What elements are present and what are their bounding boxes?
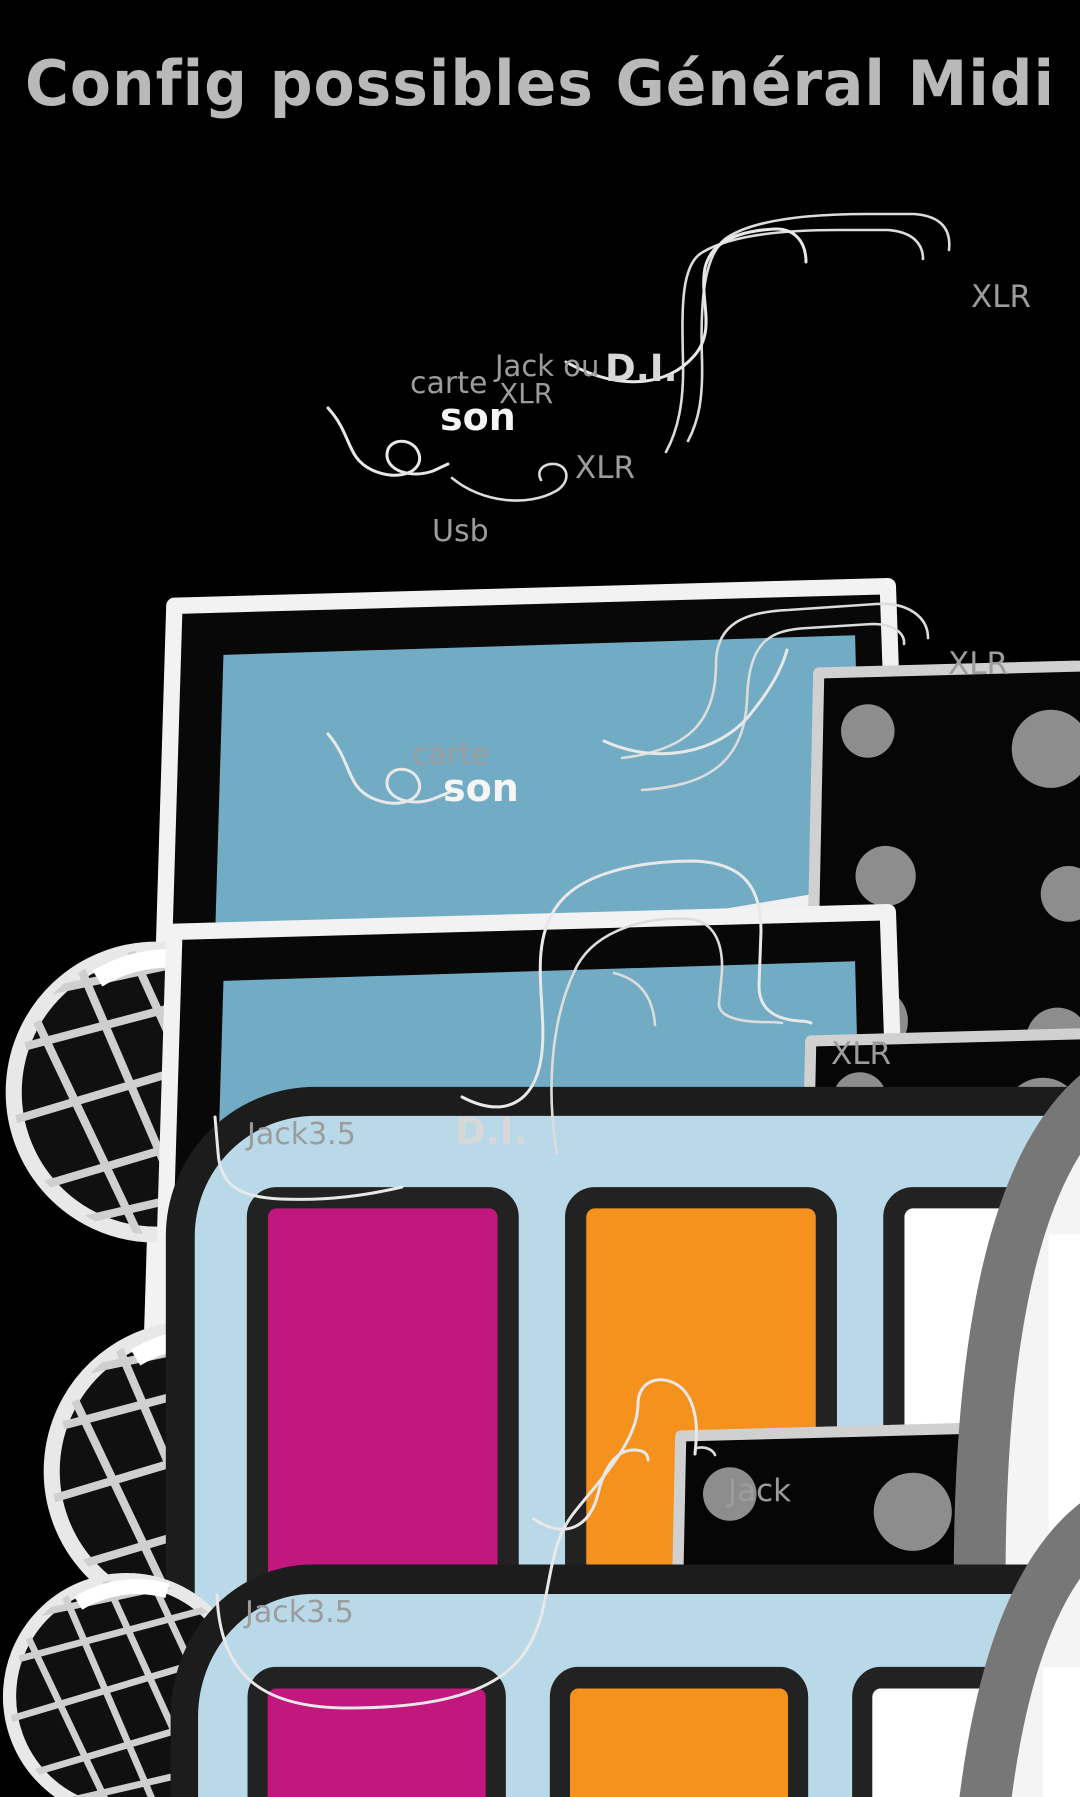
usb-cable: [326, 406, 450, 477]
label-jack-ou: Jack ou: [493, 349, 599, 383]
label-xlr-di: XLR: [575, 450, 635, 486]
jack-branch-cable: [695, 1446, 717, 1457]
label-xlr-mixer: XLR: [971, 279, 1031, 315]
di-output-cable: [664, 228, 925, 454]
di-output-cable: [550, 917, 784, 1155]
label-xlr-out: XLR: [499, 377, 553, 410]
label-jack35: Jack3.5: [245, 1117, 356, 1152]
label-jack35: Jack3.5: [243, 1595, 354, 1630]
mic-cable: [602, 648, 789, 756]
label-son: son: [443, 766, 519, 810]
label-carte: carte: [412, 737, 489, 772]
mic-cable: [460, 859, 813, 1109]
jack35-cable: [215, 1378, 698, 1710]
di-output-cable: [686, 212, 951, 443]
mic-cable: [564, 227, 808, 384]
soundcard-output-cable: [620, 602, 930, 760]
label-di: D.I.: [455, 1110, 528, 1153]
mic-cable: [532, 1448, 650, 1531]
label-jack-mixer: Jack: [726, 1473, 791, 1509]
config-1: carte son Jack ou XLR D.I. XLR Usb XLR: [0, 212, 1080, 1764]
label-usb: Usb: [432, 514, 489, 549]
label-son: son: [440, 395, 516, 439]
label-xlr-mixer: XLR: [831, 1036, 891, 1072]
page-title: Config possibles Général Midi: [25, 47, 1055, 120]
config-4: Jack3.5 Jack: [182, 1378, 1080, 1797]
soundcard-output-cable: [640, 622, 906, 792]
config-3: Jack3.5 D.I. XLR: [0, 859, 1080, 1797]
xlr-stub-cable: [612, 971, 657, 1027]
jack35-cable: [213, 1115, 404, 1201]
config-2: carte son XLR: [0, 602, 1080, 1797]
label-di: D.I.: [605, 347, 678, 390]
label-xlr-mixer: XLR: [948, 646, 1008, 682]
xlr-loop-cable: [450, 462, 568, 502]
label-carte: carte: [410, 366, 487, 401]
usb-cable: [326, 732, 452, 805]
